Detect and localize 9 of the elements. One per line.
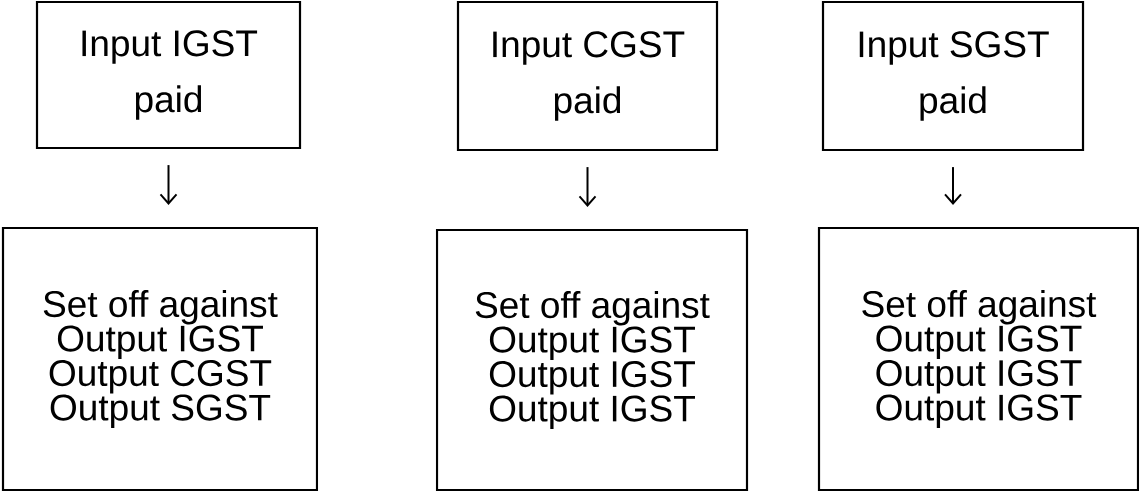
text-box: Set off against Output IGST Output IGST Output IGST [817, 226, 1140, 491]
text-box: Set off against Output IGST Output IGST Output IGST [435, 228, 749, 491]
text-box: Set off against Output IGST Output CGST Output SGST [1, 226, 319, 491]
text-box: Input CGST paid [456, 0, 719, 152]
arrow [578, 166, 597, 207]
text-box: Input SGST paid [821, 0, 1085, 152]
arrow [159, 164, 178, 205]
arrow [944, 166, 962, 205]
text-box: Input IGST paid [35, 0, 302, 150]
